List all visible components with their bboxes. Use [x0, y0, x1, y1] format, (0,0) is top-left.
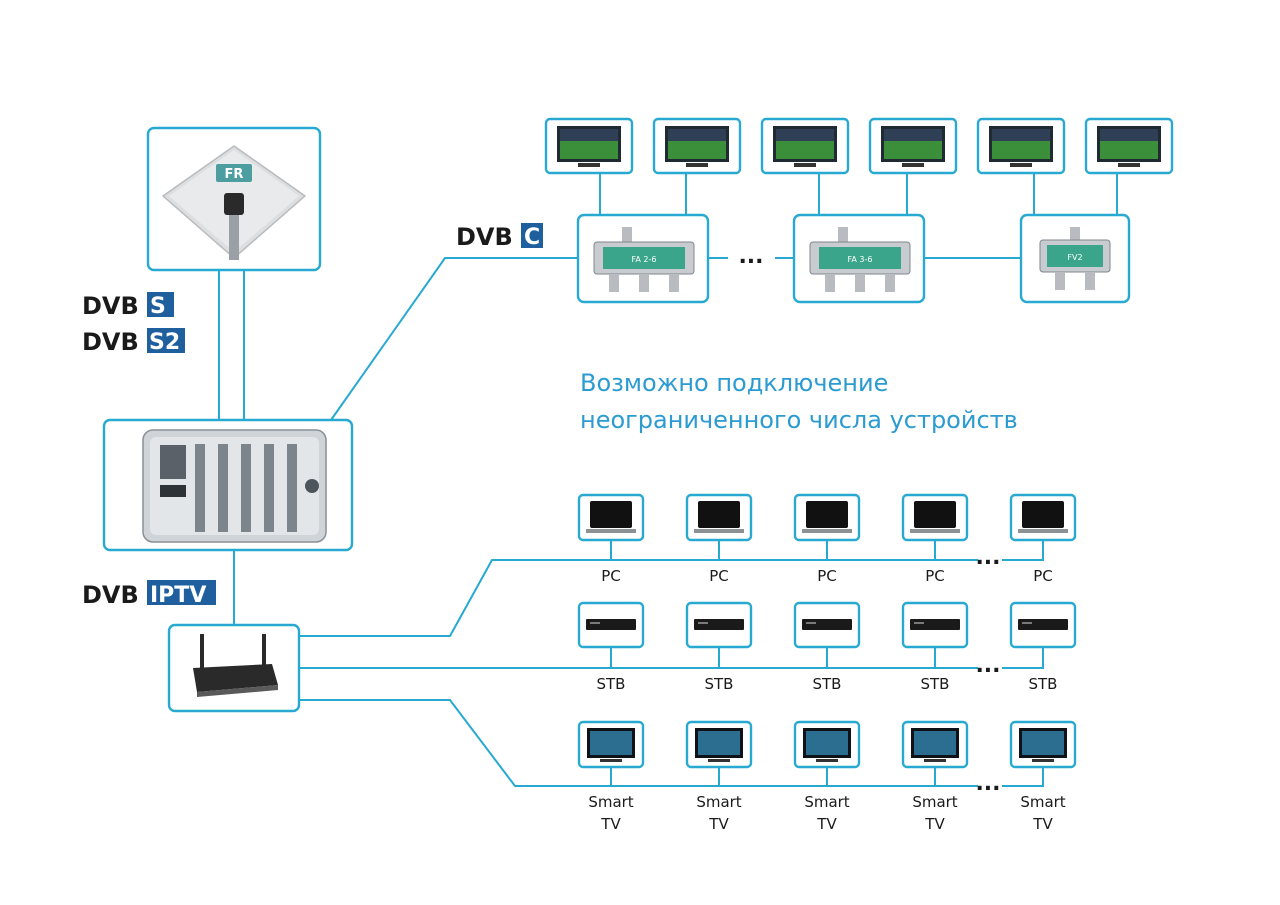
- stb-label: STB: [813, 675, 842, 693]
- headend-station-icon: [142, 429, 327, 543]
- svg-text:S: S: [150, 294, 166, 319]
- stb-label: STB: [921, 675, 950, 693]
- smarttv-label-line: Smart: [1020, 793, 1065, 811]
- stb-3: [793, 601, 861, 649]
- svg-text:S2: S2: [149, 330, 180, 355]
- pc-label: PC: [601, 567, 621, 585]
- stb-label: STB: [1029, 675, 1058, 693]
- pc-3: [793, 493, 861, 542]
- cable-tv-4: [868, 117, 958, 175]
- stb-5: [1009, 601, 1077, 649]
- cable-tv-3: [760, 117, 850, 175]
- pc-5: [1009, 493, 1077, 542]
- splitter-icon: FA 2-6: [593, 227, 695, 292]
- smarttv-label-line: TV: [708, 815, 729, 833]
- pc-2: [685, 493, 753, 542]
- svg-text:FA 2-6: FA 2-6: [632, 255, 657, 264]
- svg-text:FV2: FV2: [1067, 253, 1082, 262]
- connection-lines: [218, 173, 1118, 787]
- stb-4: [901, 601, 969, 649]
- svg-text:IPTV: IPTV: [150, 583, 206, 608]
- splitter-icon: FV2: [1039, 227, 1111, 290]
- smarttv-label-line: TV: [924, 815, 945, 833]
- svg-text:DVB: DVB: [456, 223, 513, 251]
- smarttv-label-line: Smart: [804, 793, 849, 811]
- pc-label: PC: [709, 567, 729, 585]
- stb-row: STB STB STB STB STB ...: [577, 601, 1077, 693]
- smarttv-label-line: Smart: [912, 793, 957, 811]
- cable-tv-5: [976, 117, 1066, 175]
- dvb-iptv-logo: DVB IPTV: [82, 580, 216, 609]
- smarttv-3: [793, 720, 861, 769]
- stb-label: STB: [705, 675, 734, 693]
- smarttv-4: [901, 720, 969, 769]
- splitter-2: FA 3-6: [792, 213, 926, 304]
- smarttv-1: [577, 720, 645, 769]
- pc-ellipsis: ...: [975, 545, 1000, 570]
- svg-text:DVB: DVB: [82, 292, 139, 320]
- pc-4: [901, 493, 969, 542]
- svg-text:FA 3-6: FA 3-6: [848, 255, 873, 264]
- smarttv-label-line: Smart: [588, 793, 633, 811]
- splitter-3: FV2: [1019, 213, 1131, 304]
- pc-1: [577, 493, 645, 542]
- splitter-ellipsis: ...: [738, 244, 763, 269]
- svg-text:C: C: [524, 225, 540, 250]
- smarttv-label-line: TV: [600, 815, 621, 833]
- smarttv-5: [1009, 720, 1077, 769]
- router-node: [167, 623, 301, 713]
- headline-line-2: неограниченного числа устройств: [580, 406, 1018, 434]
- dvb-s-logo: DVB S: [82, 292, 174, 320]
- smarttv-ellipsis: ...: [975, 771, 1000, 796]
- stb-label: STB: [597, 675, 626, 693]
- pc-label: PC: [817, 567, 837, 585]
- svg-text:DVB: DVB: [82, 581, 139, 609]
- smarttv-2: [685, 720, 753, 769]
- pc-label: PC: [1033, 567, 1053, 585]
- cable-tv-1: [544, 117, 634, 175]
- smarttv-label-line: TV: [816, 815, 837, 833]
- headline-line-1: Возможно подключение: [580, 369, 888, 397]
- router-icon: [193, 634, 278, 697]
- pc-label: PC: [925, 567, 945, 585]
- svg-text:DVB: DVB: [82, 328, 139, 356]
- cable-tv-row: [544, 117, 1174, 175]
- stb-2: [685, 601, 753, 649]
- splitter-1: FA 2-6: [576, 213, 710, 304]
- cable-tv-6: [1084, 117, 1174, 175]
- smarttv-label-line: TV: [1032, 815, 1053, 833]
- smarttv-label-line: Smart: [696, 793, 741, 811]
- pc-row: PC PC PC PC PC ...: [577, 493, 1077, 585]
- stb-1: [577, 601, 645, 649]
- dvb-s2-logo: DVB S2: [82, 328, 185, 356]
- splitter-icon: FA 3-6: [809, 227, 911, 292]
- headend-node: [102, 418, 354, 552]
- stb-ellipsis: ...: [975, 653, 1000, 678]
- dish-badge: FR: [225, 167, 244, 182]
- satellite-dish-icon: FR: [161, 145, 307, 260]
- dvb-c-logo: DVB C: [456, 223, 543, 251]
- satellite-dish-node: FR: [146, 126, 322, 272]
- cable-tv-2: [652, 117, 742, 175]
